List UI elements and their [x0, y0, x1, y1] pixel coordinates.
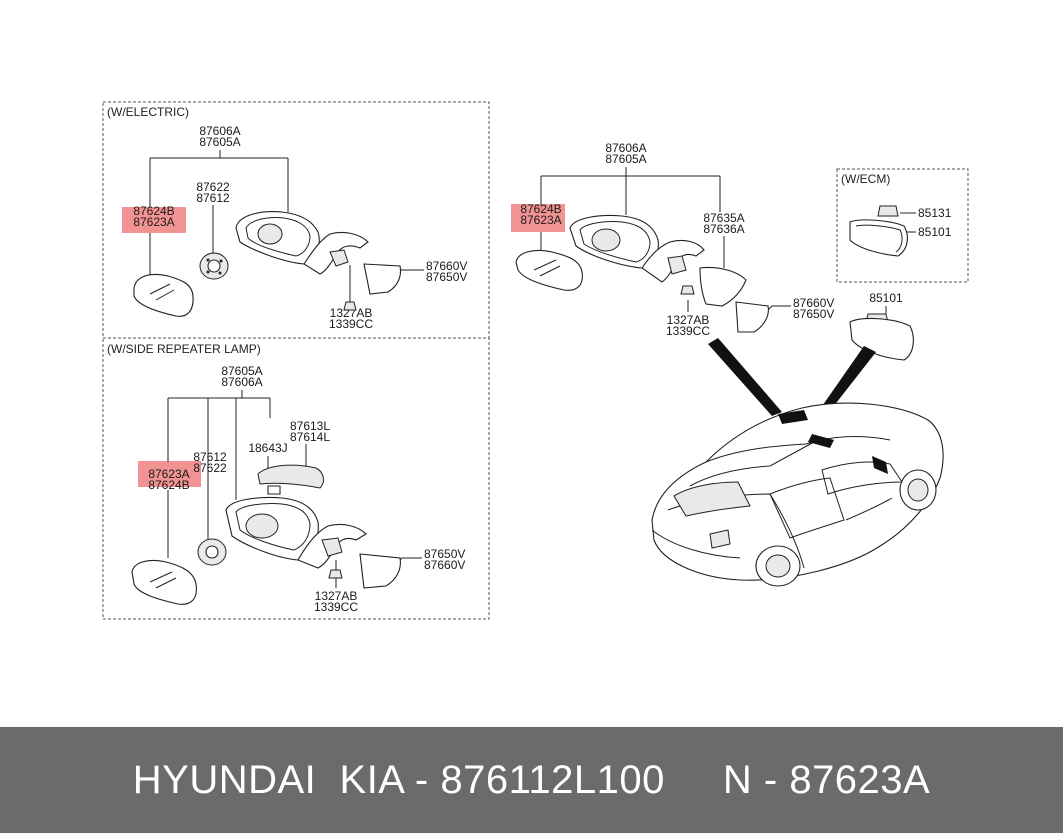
inside-mirror-group: 85101	[849, 291, 914, 361]
label-main-cover-a[interactable]: 87660V	[793, 296, 834, 310]
label-inside-mirror[interactable]: 85101	[869, 291, 903, 305]
main-mirror-housing	[569, 214, 705, 283]
repeater-mirror-cover	[359, 553, 401, 589]
label-electric-actuator-a[interactable]: 87622	[196, 180, 230, 194]
label-main-cap-a[interactable]: 87635A	[703, 211, 744, 225]
label-main-glass-b[interactable]: 87623A	[520, 213, 561, 227]
label-repeater-actuator-a[interactable]: 87612	[193, 450, 227, 464]
leader-lines-main	[540, 167, 791, 313]
electric-actuator	[199, 252, 229, 280]
electric-mirror-cover	[363, 263, 402, 295]
car-illustration	[651, 402, 944, 587]
label-electric-nut-a[interactable]: 1327AB	[330, 306, 373, 320]
repeater-mirror-glass	[131, 559, 197, 605]
label-electric-cover-a[interactable]: 87660V	[426, 259, 467, 273]
label-main-nut-b[interactable]: 1339CC	[666, 324, 710, 338]
label-ecm-cover[interactable]: 85131	[918, 206, 952, 220]
highlight-repeater-glass	[138, 461, 201, 487]
label-ecm-mirror[interactable]: 85101	[918, 225, 952, 239]
footer-text: HYUNDAI KIA - 876112L100 N - 87623A	[132, 757, 931, 802]
section-ecm-title: (W/ECM)	[841, 172, 890, 186]
main-mirror-glass	[515, 249, 583, 291]
main-mirror-cover	[735, 301, 769, 333]
section-repeater-title: (W/SIDE REPEATER LAMP)	[107, 342, 261, 356]
label-repeater-housing-a[interactable]: 87605A	[221, 364, 262, 378]
label-main-glass-a[interactable]: 87624B	[520, 202, 561, 216]
label-repeater-glass-a[interactable]: 87623A	[148, 467, 189, 481]
ecm-mount-cover	[877, 205, 899, 217]
label-repeater-cover-a[interactable]: 87650V	[424, 547, 465, 561]
repeater-actuator	[197, 538, 227, 566]
label-main-cover-b[interactable]: 87650V	[793, 307, 834, 321]
label-main-cap-b[interactable]: 87636A	[703, 222, 744, 236]
pointer-door-mirror	[708, 338, 782, 416]
label-repeater-nut-a[interactable]: 1327AB	[315, 589, 358, 603]
part-number-footer: HYUNDAI KIA - 876112L100 N - 87623A	[0, 727, 1063, 833]
label-repeater-lamp-a[interactable]: 87613L	[290, 419, 330, 433]
label-repeater-nut-b[interactable]: 1339CC	[314, 600, 358, 614]
repeater-mirror-housing	[225, 496, 367, 569]
label-repeater-bulb[interactable]: 18643J	[248, 441, 287, 455]
repeater-lamp	[257, 464, 324, 495]
section-repeater: (W/SIDE REPEATER LAMP) 87605A 87606A 876…	[102, 337, 490, 620]
label-electric-glass-a[interactable]: 87624B	[133, 204, 174, 218]
label-electric-glass-b[interactable]: 87623A	[133, 215, 174, 229]
label-main-nut-a[interactable]: 1327AB	[667, 313, 710, 327]
section-ecm-frame	[836, 168, 969, 283]
label-repeater-housing-b[interactable]: 87606A	[221, 375, 262, 389]
electric-nut	[343, 301, 357, 311]
section-repeater-frame	[102, 337, 490, 620]
pointer-inside-mirror	[818, 346, 876, 416]
highlight-main-glass	[511, 204, 565, 232]
label-repeater-actuator-b[interactable]: 87622	[193, 461, 227, 475]
label-main-housing-a[interactable]: 87606A	[605, 141, 646, 155]
parts-diagram: (W/ELECTRIC) 87606A 87605A 87624B 87623A…	[102, 101, 969, 620]
electric-mirror-housing	[235, 211, 369, 275]
main-nut	[680, 285, 695, 295]
leader-lines-electric	[149, 150, 424, 302]
section-electric-title: (W/ELECTRIC)	[107, 105, 189, 119]
main-mirror-cap	[699, 266, 747, 307]
label-electric-nut-b[interactable]: 1339CC	[329, 317, 373, 331]
label-electric-housing-a[interactable]: 87606A	[199, 124, 240, 138]
label-repeater-lamp-b[interactable]: 87614L	[290, 430, 330, 444]
label-electric-cover-b[interactable]: 87650V	[426, 270, 467, 284]
label-repeater-glass-b[interactable]: 87624B	[148, 478, 189, 492]
section-electric: (W/ELECTRIC) 87606A 87605A 87624B 87623A…	[102, 101, 490, 339]
label-main-housing-b[interactable]: 87605A	[605, 152, 646, 166]
section-main: 87606A 87605A 87624B 87623A 87635A 87636…	[511, 141, 834, 338]
repeater-nut	[328, 569, 343, 579]
label-electric-actuator-b[interactable]: 87612	[196, 191, 230, 205]
label-electric-housing-b[interactable]: 87605A	[199, 135, 240, 149]
label-repeater-cover-b[interactable]: 87660V	[424, 558, 465, 572]
section-ecm: (W/ECM) 85131 85101	[836, 168, 969, 283]
highlight-electric-glass	[122, 207, 186, 233]
ecm-inside-mirror	[849, 219, 908, 257]
